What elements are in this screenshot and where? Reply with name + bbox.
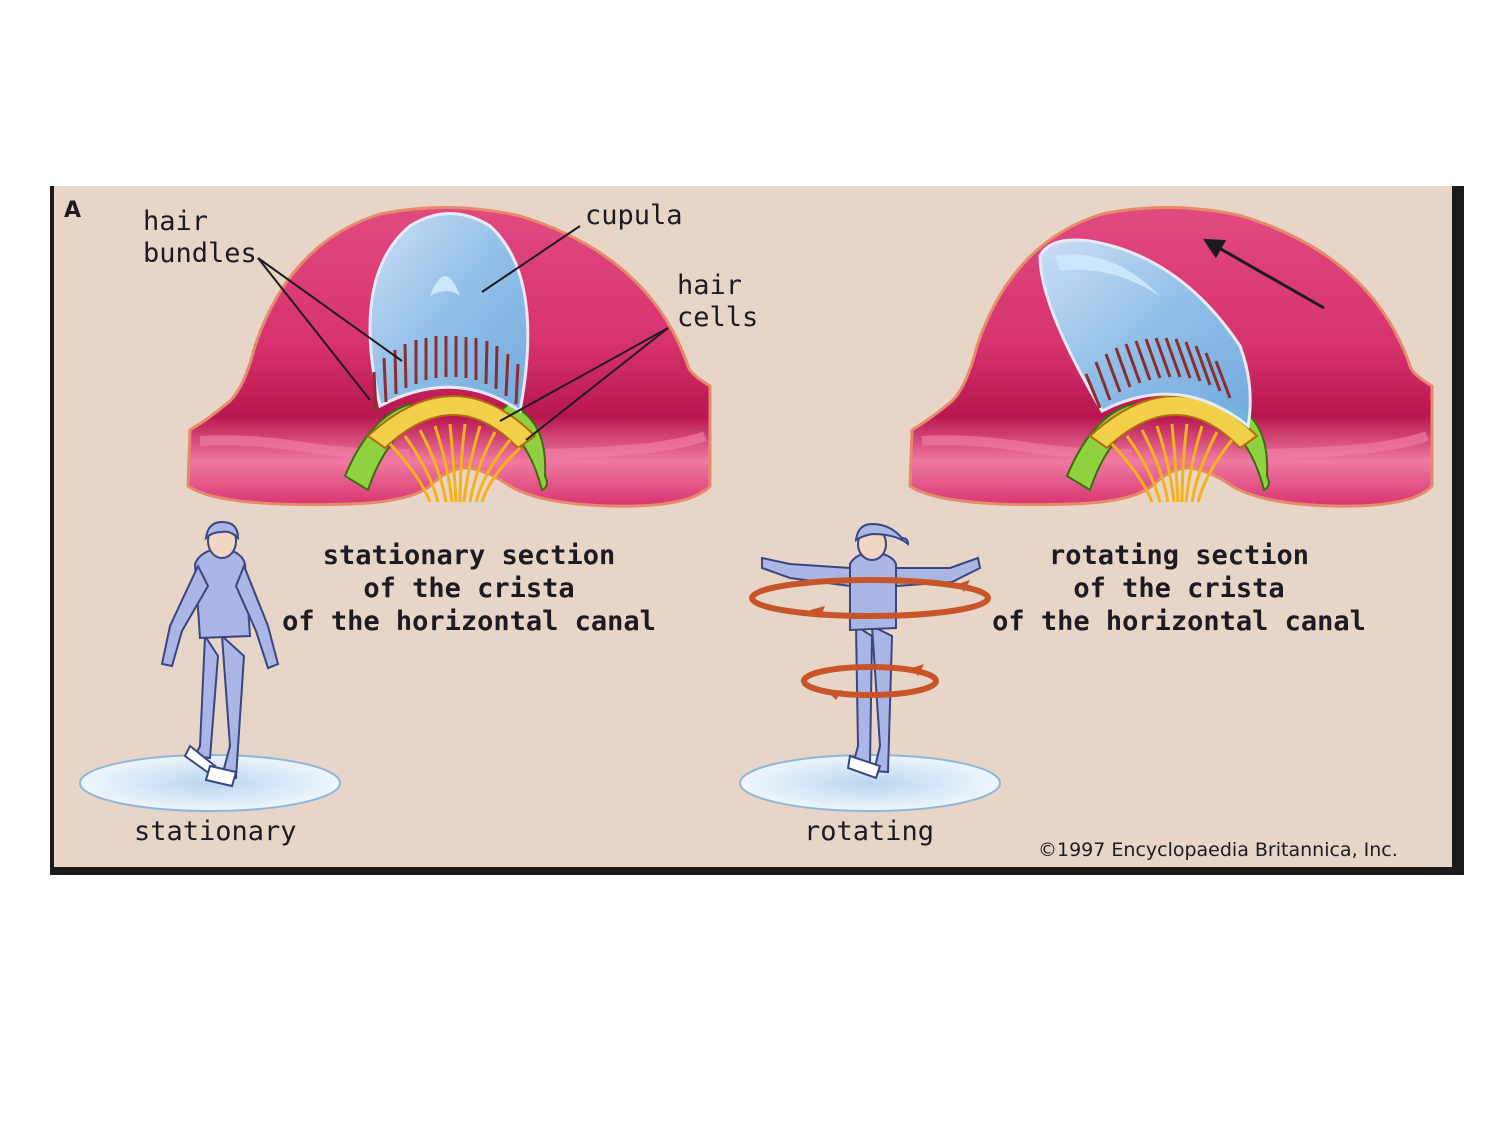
frame-right (1452, 186, 1464, 875)
panel-letter: A (64, 198, 82, 223)
frame-left (50, 186, 54, 875)
leader-lines-left (257, 225, 669, 441)
stationary-label: stationary (134, 816, 297, 847)
frame-bottom (50, 867, 1464, 875)
rotating-skater (739, 522, 1001, 812)
label-hair-cells-line1: hair (677, 270, 743, 301)
label-hair-cells-line2: cells (677, 302, 759, 333)
rotation-arrow-lower (801, 664, 939, 698)
stationary-caption-line2: of the crista (363, 573, 575, 604)
rotation-arrow-upper (749, 577, 991, 619)
flow-arrow (1202, 238, 1325, 310)
rotating-caption-line1: rotating section (1048, 540, 1310, 571)
cupula-stationary (368, 212, 530, 414)
rotating-caption-line3: of the horizontal canal (992, 606, 1366, 637)
hair-cell-layer (366, 395, 537, 450)
copyright-credit: ©1997 Encyclopaedia Britannica, Inc. (1038, 839, 1398, 861)
rotating-caption-line2: of the crista (1073, 573, 1285, 604)
stationary-crista (186, 206, 712, 508)
rotating-crista (908, 206, 1434, 508)
stationary-skater (79, 520, 341, 812)
nerve-fibers (388, 423, 522, 503)
crista-diagram: A hair bundles cupula hair cells station… (50, 186, 1464, 875)
label-hair-bundles-line2: bundles (143, 238, 257, 269)
rotation-arrows (749, 577, 991, 698)
hair-bundles-rotating (1084, 337, 1232, 409)
cupula-rotating (1038, 238, 1252, 429)
stationary-caption-line1: stationary section (322, 540, 616, 571)
stationary-caption-line3: of the horizontal canal (282, 606, 656, 637)
label-hair-bundles-line1: hair (143, 206, 209, 237)
label-cupula: cupula (585, 200, 683, 231)
rotating-label: rotating (804, 816, 935, 847)
diagram-canvas (50, 186, 1464, 875)
